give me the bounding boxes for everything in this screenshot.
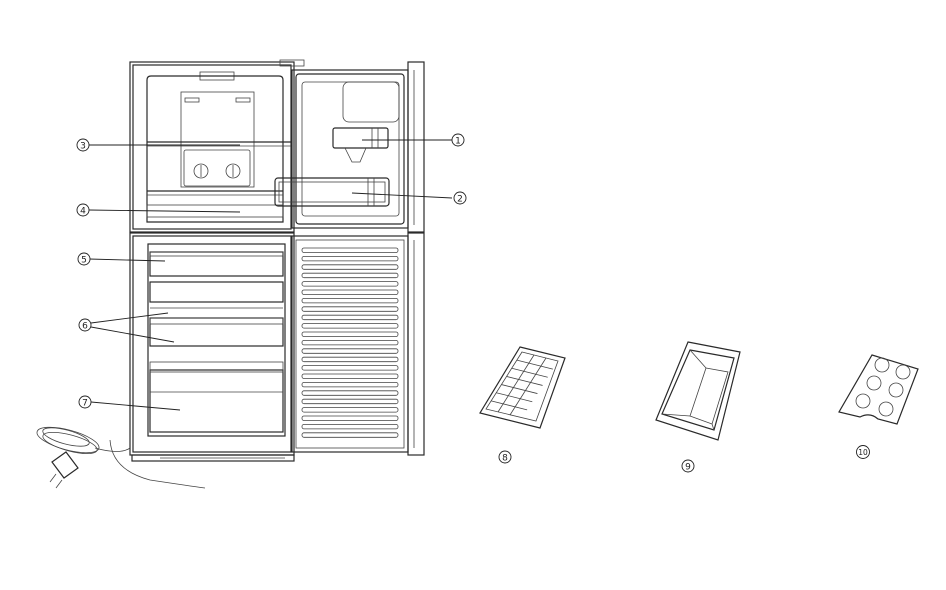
tray-divider xyxy=(509,357,547,416)
leader-lines xyxy=(88,139,453,411)
door-rib xyxy=(301,323,399,329)
callout-6-label: 6 xyxy=(82,322,88,332)
door-rib xyxy=(301,247,399,253)
callout-6: 6 xyxy=(78,318,92,332)
callout-9-label: 9 xyxy=(685,463,691,473)
tray-divider xyxy=(491,400,528,411)
door-rib xyxy=(301,348,399,354)
door-rib xyxy=(301,415,399,421)
callout-1: 1 xyxy=(451,133,465,147)
door-rib xyxy=(301,281,399,287)
door-rib xyxy=(301,255,399,262)
callout-10-label: 10 xyxy=(858,448,868,457)
tray-divider xyxy=(497,354,535,413)
door-rib xyxy=(301,331,399,337)
door-rib xyxy=(301,264,399,270)
tray-divider xyxy=(496,392,533,403)
callout-3: 3 xyxy=(76,138,90,152)
door-rib xyxy=(301,381,399,388)
callout-4: 4 xyxy=(76,203,90,217)
callout-5-label: 5 xyxy=(81,256,87,266)
callout-2: 2 xyxy=(453,191,467,205)
tray-divider xyxy=(506,376,543,386)
callout-8: 8 xyxy=(498,450,512,464)
egg-tray xyxy=(838,354,919,425)
callout-5: 5 xyxy=(77,252,91,266)
door-rib xyxy=(301,306,399,312)
callout-3-label: 3 xyxy=(80,142,86,152)
door-rib xyxy=(301,356,399,363)
callout-10: 10 xyxy=(856,445,870,459)
door-rib xyxy=(301,373,399,379)
ice-tray xyxy=(479,346,566,429)
callout-8-label: 8 xyxy=(502,454,508,464)
lower-compartment xyxy=(147,243,286,437)
door-rib xyxy=(301,423,399,430)
door-rib xyxy=(301,432,399,438)
door-rib xyxy=(301,407,399,413)
door-rib xyxy=(301,314,399,321)
callout-4-label: 4 xyxy=(80,207,86,217)
tray-divider xyxy=(511,367,548,378)
callout-7-label: 7 xyxy=(82,399,88,409)
callout-1-label: 1 xyxy=(455,137,461,147)
tray-divider xyxy=(501,384,538,394)
callout-7: 7 xyxy=(78,395,92,409)
door-rib xyxy=(301,339,399,346)
door-rib xyxy=(301,272,399,279)
ice-bin xyxy=(655,341,741,441)
door-rib xyxy=(301,398,399,405)
upper-door xyxy=(274,61,425,233)
door-rib xyxy=(301,289,399,295)
door-rib xyxy=(301,297,399,304)
door-rib xyxy=(301,365,399,371)
tray-divider xyxy=(516,359,553,370)
lower-door xyxy=(291,232,425,456)
power-cord xyxy=(36,426,206,489)
callout-2-label: 2 xyxy=(457,195,463,205)
refrigerator-body xyxy=(129,59,305,462)
door-rib xyxy=(301,390,399,396)
door-ribs xyxy=(301,247,399,438)
upper-compartment xyxy=(146,75,291,223)
callout-9: 9 xyxy=(681,459,695,473)
